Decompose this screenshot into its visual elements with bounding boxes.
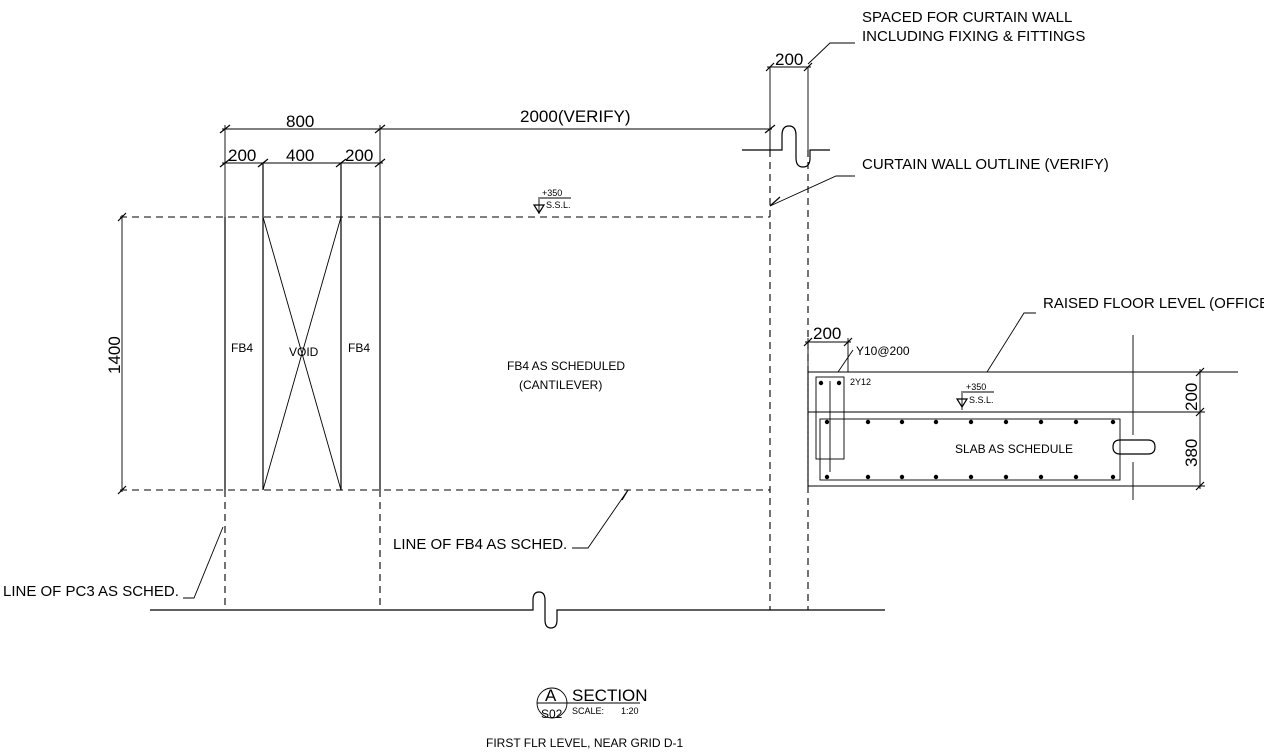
column-lines: [224, 490, 381, 610]
level-marker-slab: +350 S.S.L.: [955, 382, 994, 410]
section-marker-letter: A: [545, 686, 557, 705]
level-value-slab: +350: [966, 382, 986, 392]
break-line-top: [742, 125, 830, 168]
label-slab: SLAB AS SCHEDULE: [955, 442, 1073, 456]
section-subtitle: FIRST FLR LEVEL, NEAR GRID D-1: [486, 736, 683, 750]
rebar-dots: [818, 380, 1116, 480]
dim-800: 800: [286, 112, 314, 131]
dim-200-slab-height: 200: [1182, 383, 1201, 411]
note-curtain-wall-space-1: SPACED FOR CURTAIN WALL: [862, 9, 1072, 26]
dim-1400: 1400: [105, 336, 124, 374]
leader-rebar-link: [837, 349, 854, 373]
label-fb4-right: FB4: [348, 341, 370, 355]
note-raised-floor: RAISED FLOOR LEVEL (OFFICE): [1043, 295, 1264, 312]
section-sheet-ref: S02: [541, 707, 563, 721]
beam-outline: [120, 163, 770, 491]
label-cantilever: (CANTILEVER): [519, 378, 602, 392]
slab-dimensions: [803, 337, 1205, 491]
dim-200-top: 200: [775, 50, 803, 69]
section-title: SECTION: [572, 686, 648, 705]
label-fb4-left: FB4: [231, 341, 253, 355]
note-line-fb4: LINE OF FB4 AS SCHED.: [393, 536, 567, 553]
label-rebar-main: 2Y12: [850, 377, 871, 387]
break-line-bottom: [150, 591, 885, 629]
slab-detail: [807, 335, 1238, 500]
dim-200-right: 200: [345, 146, 373, 165]
dim-380: 380: [1182, 439, 1201, 467]
section-scale-label: SCALE:: [572, 706, 604, 716]
note-curtain-wall-outline: CURTAIN WALL OUTLINE (VERIFY): [862, 156, 1109, 173]
dimension-lines: [117, 62, 813, 495]
leader-lines: [183, 42, 1036, 599]
level-ref-slab: S.S.L.: [969, 395, 994, 405]
note-curtain-wall-space-2: INCLUDING FIXING & FITTINGS: [862, 28, 1085, 45]
dim-200-left: 200: [228, 146, 256, 165]
label-rebar-link: Y10@200: [856, 344, 910, 358]
label-void: VOID: [289, 345, 319, 359]
section-title-block: A S02 SECTION SCALE: 1:20 FIRST FLR LEVE…: [486, 686, 683, 750]
dim-2000-verify: 2000(VERIFY): [520, 107, 631, 126]
level-marker-main: +350 S.S.L.: [532, 188, 571, 215]
note-line-pc3: LINE OF PC3 AS SCHED.: [3, 583, 179, 600]
label-fb4-scheduled: FB4 AS SCHEDULED: [507, 359, 625, 373]
curtain-wall-zone: [769, 67, 809, 610]
level-ref-main: S.S.L.: [546, 200, 571, 210]
section-scale-value: 1:20: [621, 706, 639, 716]
dim-200-slab-width: 200: [813, 324, 841, 343]
dim-400: 400: [286, 146, 314, 165]
level-value-main: +350: [542, 188, 562, 198]
